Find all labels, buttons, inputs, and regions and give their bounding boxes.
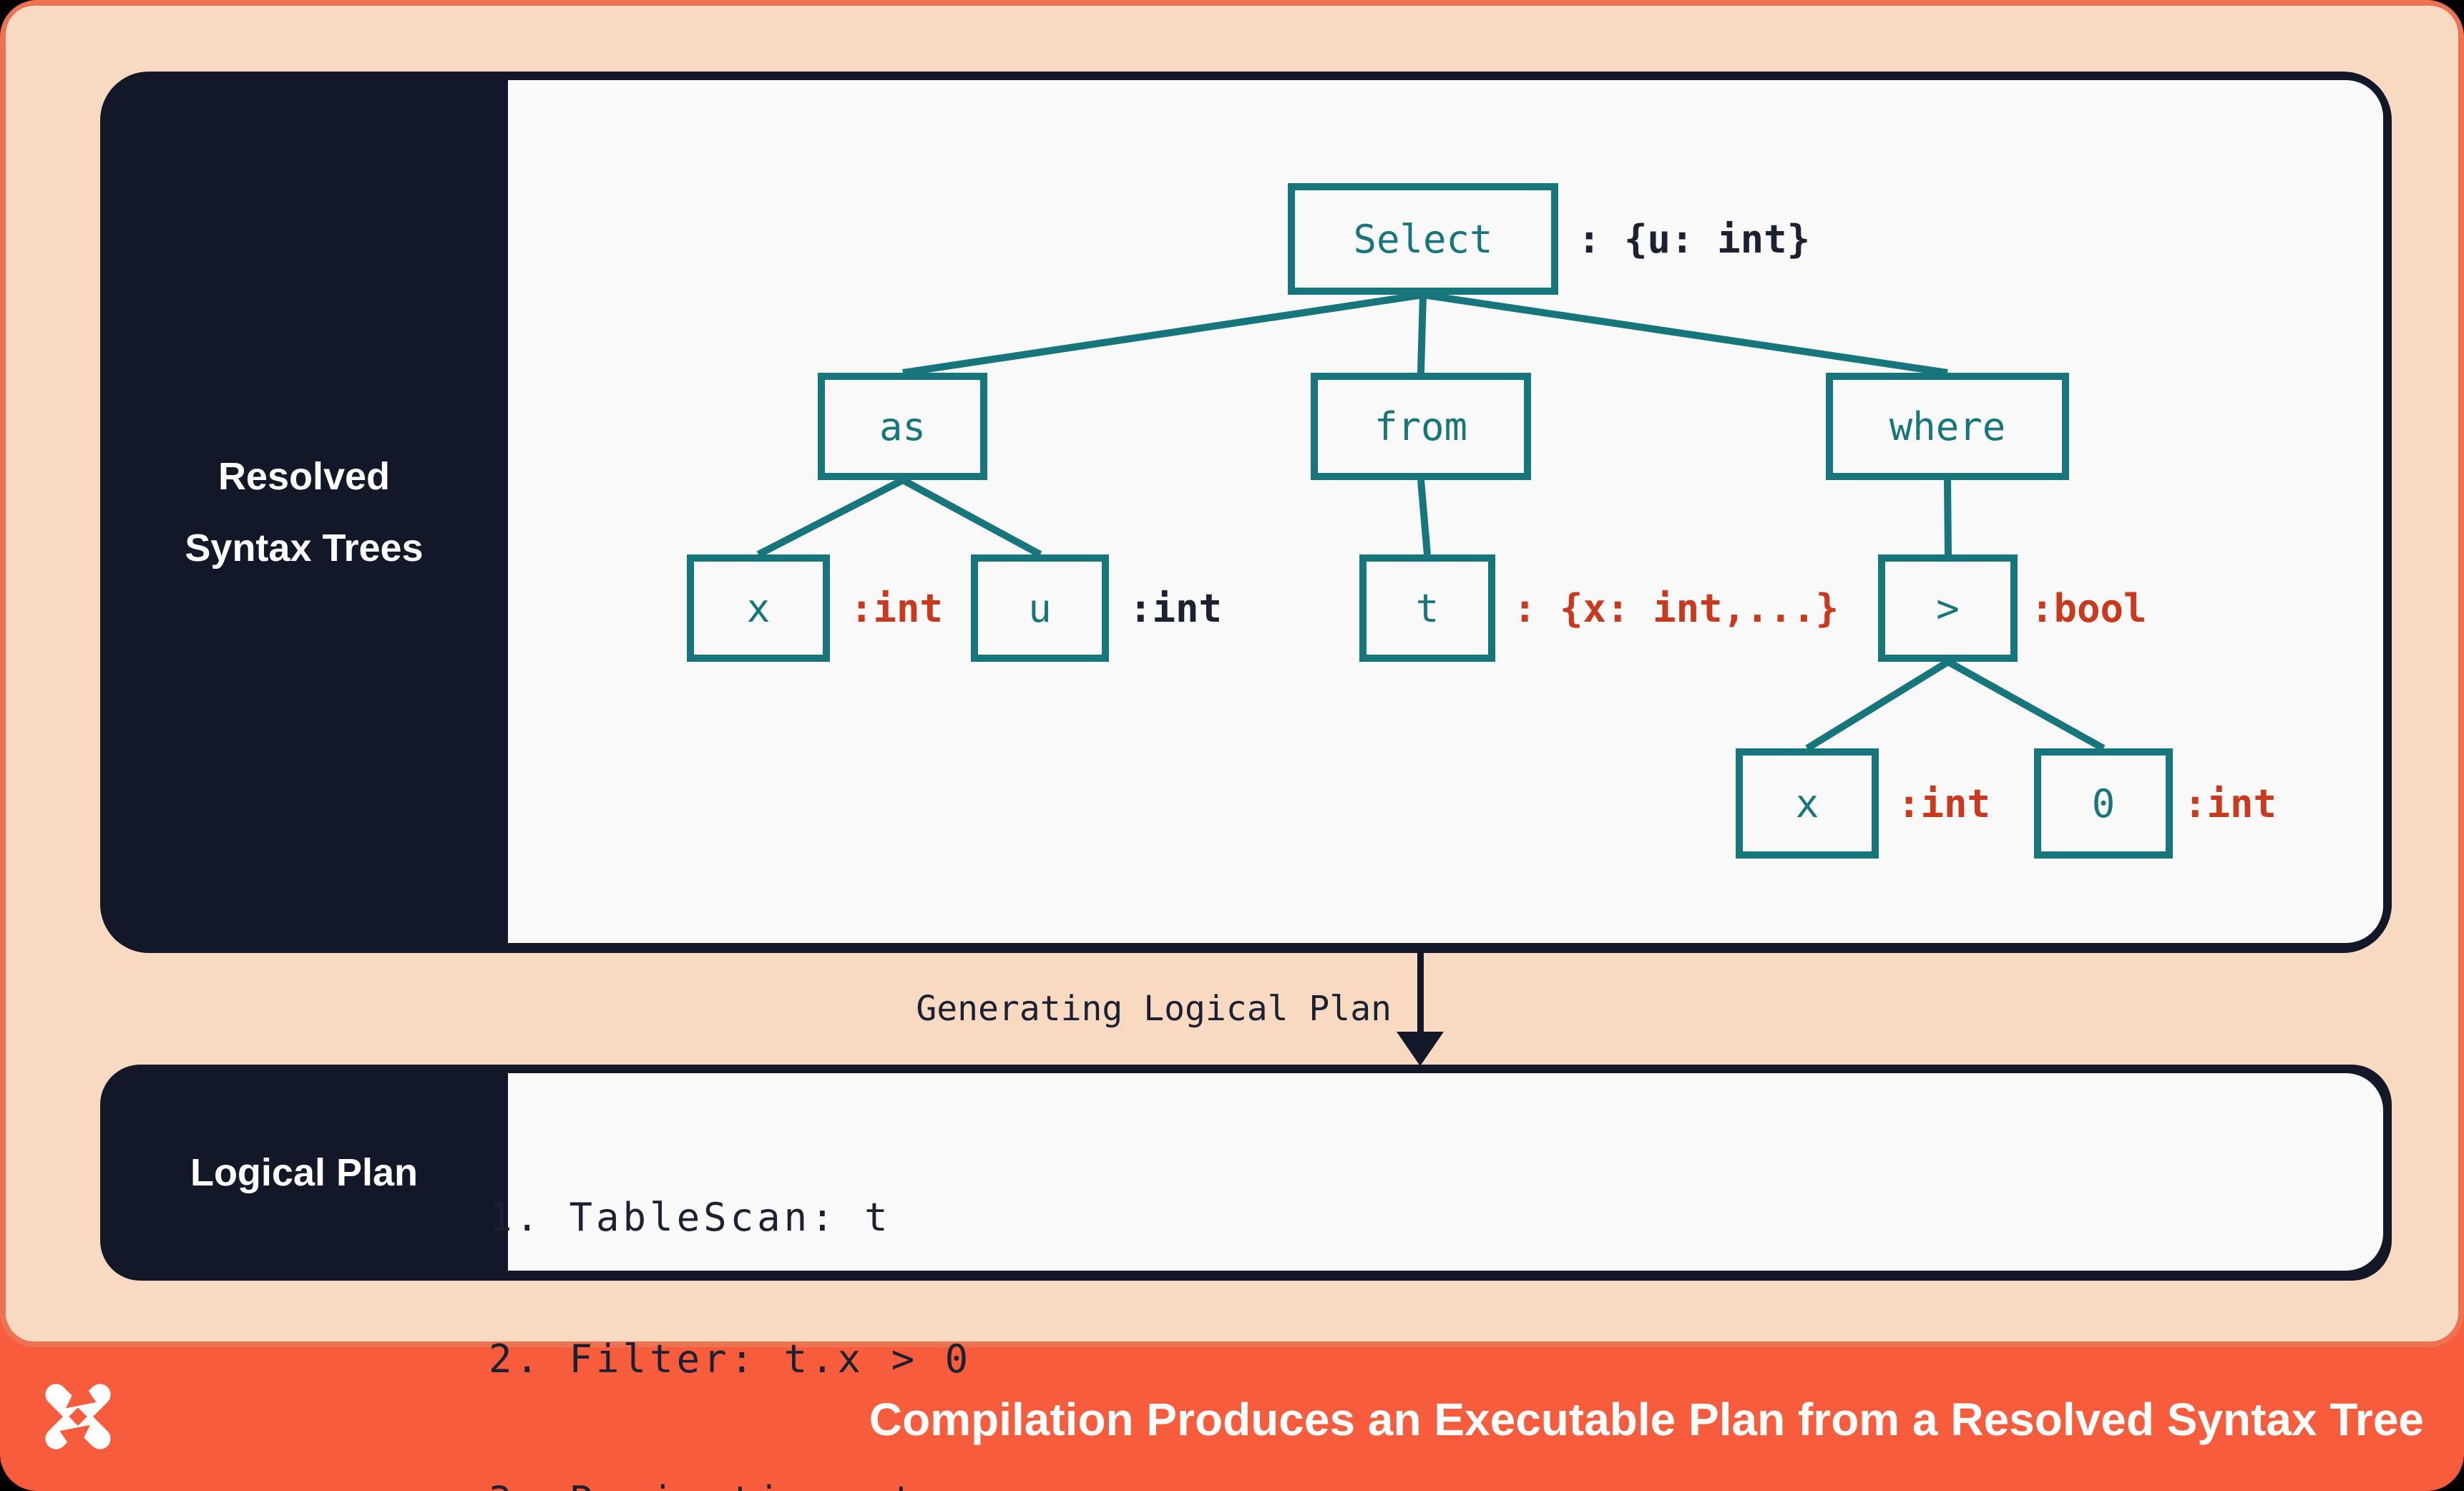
node-greater-than: > bbox=[1878, 554, 2018, 662]
sidebar-label-line2: Syntax Trees bbox=[185, 527, 424, 569]
down-arrow-line bbox=[1417, 953, 1424, 1037]
node-zero: 0 bbox=[2034, 748, 2173, 859]
resolved-syntax-trees-sidebar: Resolved Syntax Trees bbox=[100, 72, 508, 953]
plan-step-3: 3. Projection: t.x as u bbox=[489, 1477, 1106, 1491]
x-pinwheel-logo-icon bbox=[45, 1379, 111, 1455]
logical-plan-sidebar-label: Logical Plan bbox=[190, 1151, 419, 1194]
down-arrow-head bbox=[1397, 1032, 1444, 1066]
node-x-projection: x bbox=[687, 554, 830, 662]
node-where: where bbox=[1826, 373, 2069, 480]
node-t: t bbox=[1359, 554, 1495, 662]
node-u: u bbox=[971, 554, 1109, 662]
node-u-label: u bbox=[1028, 585, 1052, 631]
node-t-label: t bbox=[1415, 585, 1439, 631]
node-x-operand: x bbox=[1736, 748, 1879, 859]
logical-plan-steps: 1. TableScan: t 2. Filter: t.x > 0 3. Pr… bbox=[489, 1100, 1106, 1491]
plan-step-1: 1. TableScan: t bbox=[489, 1195, 891, 1240]
node-from: from bbox=[1311, 373, 1531, 480]
node-select-label: Select bbox=[1353, 216, 1493, 262]
logical-plan-sidebar: Logical Plan bbox=[100, 1065, 508, 1281]
plan-step-2: 2. Filter: t.x > 0 bbox=[489, 1336, 972, 1382]
node-from-label: from bbox=[1374, 404, 1468, 449]
node-greater-than-label: > bbox=[1936, 585, 1960, 631]
type-annotation-zero: :int bbox=[2184, 781, 2277, 826]
node-as: as bbox=[818, 373, 987, 480]
sidebar-label-line1: Resolved bbox=[217, 455, 391, 498]
node-x-operand-label: x bbox=[1795, 781, 1819, 826]
type-annotation-greater-than: :bool bbox=[2030, 585, 2147, 631]
type-annotation-x-projection: :int bbox=[850, 585, 944, 631]
logical-plan-panel: Logical Plan bbox=[100, 1065, 2392, 1281]
logical-plan-canvas bbox=[508, 1073, 2383, 1271]
footer-title: Compilation Produces an Executable Plan … bbox=[869, 1393, 2424, 1445]
type-annotation-t: : {x: int,...} bbox=[1513, 585, 1839, 631]
type-annotation-select: : {u: int} bbox=[1578, 216, 1811, 262]
node-where-label: where bbox=[1889, 404, 2006, 449]
node-as-label: as bbox=[879, 404, 927, 449]
node-select: Select bbox=[1288, 183, 1558, 295]
type-annotation-u: :int bbox=[1129, 585, 1223, 631]
generating-logical-plan-label: Generating Logical Plan bbox=[916, 989, 1392, 1029]
type-annotation-x-operand: :int bbox=[1897, 781, 1991, 826]
node-zero-label: 0 bbox=[2091, 781, 2116, 826]
node-x-projection-label: x bbox=[746, 585, 771, 631]
